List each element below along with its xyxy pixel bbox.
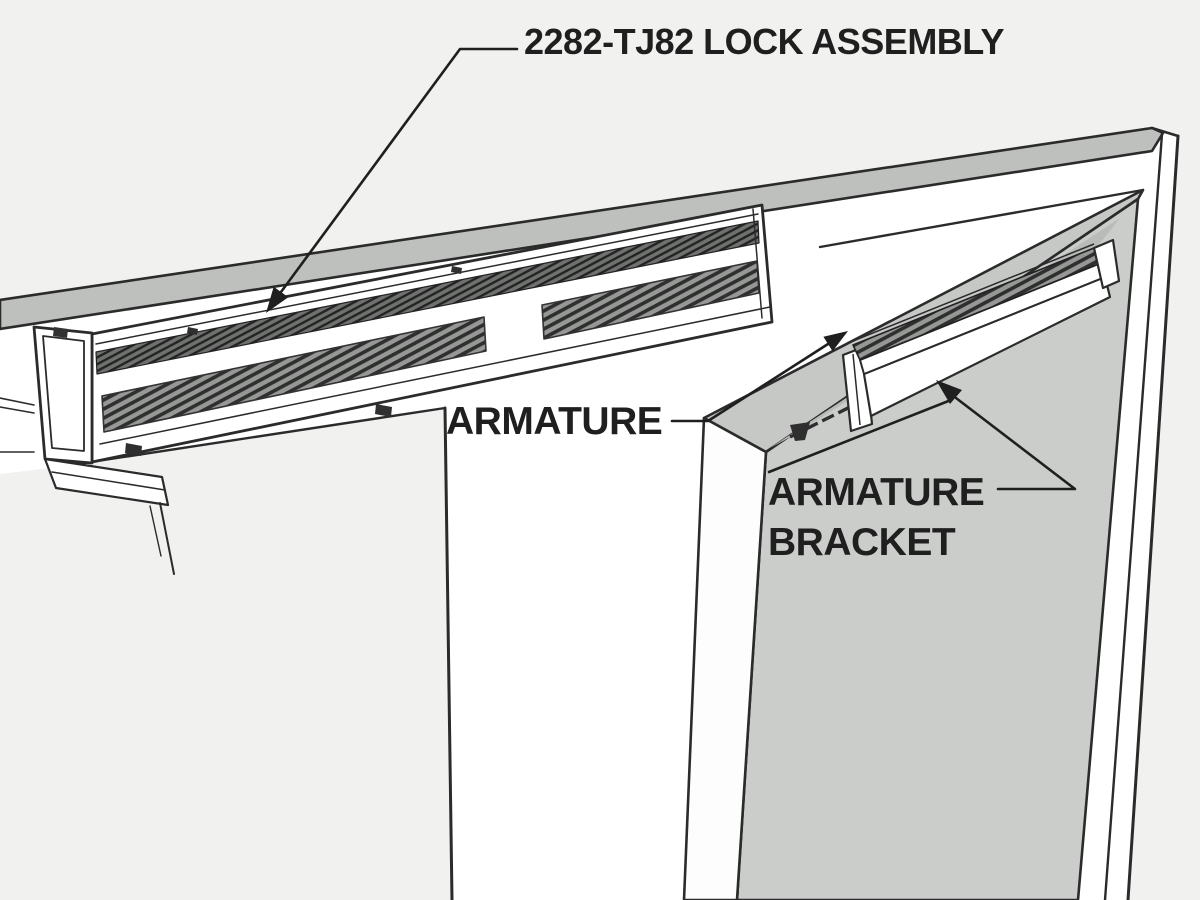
armature-plate-top-line — [852, 243, 1095, 342]
left-wall-face — [0, 408, 452, 900]
mounting-bracket-line — [51, 471, 166, 491]
armature-arrowhead-icon — [823, 331, 848, 352]
bracket-screw — [790, 422, 810, 441]
frame-jamb-inner-line — [1103, 132, 1164, 900]
maglock-housing — [0, 203, 774, 575]
door-edge-face — [682, 416, 768, 900]
rail-line-2 — [0, 406, 35, 414]
frame-jamb-outer-line — [1126, 134, 1180, 900]
armature-assembly — [789, 238, 1121, 441]
armature-bracket-arrowhead-icon — [936, 380, 962, 404]
housing-right-end-line — [752, 208, 763, 319]
armature-bracket-leader-line-right — [954, 396, 1077, 491]
label-armature-bracket-line2: BRACKET — [768, 521, 956, 564]
bracket-tail-line-1 — [159, 502, 175, 575]
magnet-face-left — [101, 316, 487, 433]
armature-leader-line — [670, 342, 830, 423]
armature-bracket-leader-line-left — [767, 398, 953, 474]
soffit-edge-line — [56, 406, 447, 469]
bracket-drop-leg-line — [852, 353, 861, 426]
housing-screw-1 — [125, 443, 142, 456]
callout-leaders — [266, 47, 1077, 491]
label-armature-bracket-line1: ARMATURE — [768, 471, 985, 514]
mounting-bracket — [43, 457, 170, 507]
end-cap-screw — [53, 327, 68, 338]
lock-assembly-arrowhead-icon — [266, 286, 289, 313]
left-wall — [0, 406, 454, 900]
lock-assembly-leader-line — [279, 47, 519, 294]
header-underside-line — [818, 188, 1145, 249]
housing-screw-2 — [375, 404, 392, 417]
housing-bottom-line — [99, 306, 771, 445]
housing-channel-band — [95, 220, 760, 375]
rail-line-1 — [0, 397, 35, 406]
armature-bracket-end-tab — [1092, 238, 1121, 290]
label-lock-assembly: 2282-TJ82 LOCK ASSEMBLY — [524, 21, 1005, 62]
housing-end-cap — [32, 325, 94, 465]
label-armature: ARMATURE — [446, 400, 663, 443]
frame-corner — [1150, 126, 1180, 138]
housing-top-line — [95, 213, 759, 345]
label-armature-bracket: ARMATURE BRACKET — [768, 468, 985, 568]
housing-tick-2 — [451, 266, 462, 274]
housing-end-cap-inner — [42, 335, 85, 452]
housing-tick-1 — [187, 327, 198, 335]
bracket-tail-line-2 — [149, 505, 162, 557]
opening-left-edge-line — [443, 406, 454, 900]
magnet-face-right — [541, 260, 760, 340]
